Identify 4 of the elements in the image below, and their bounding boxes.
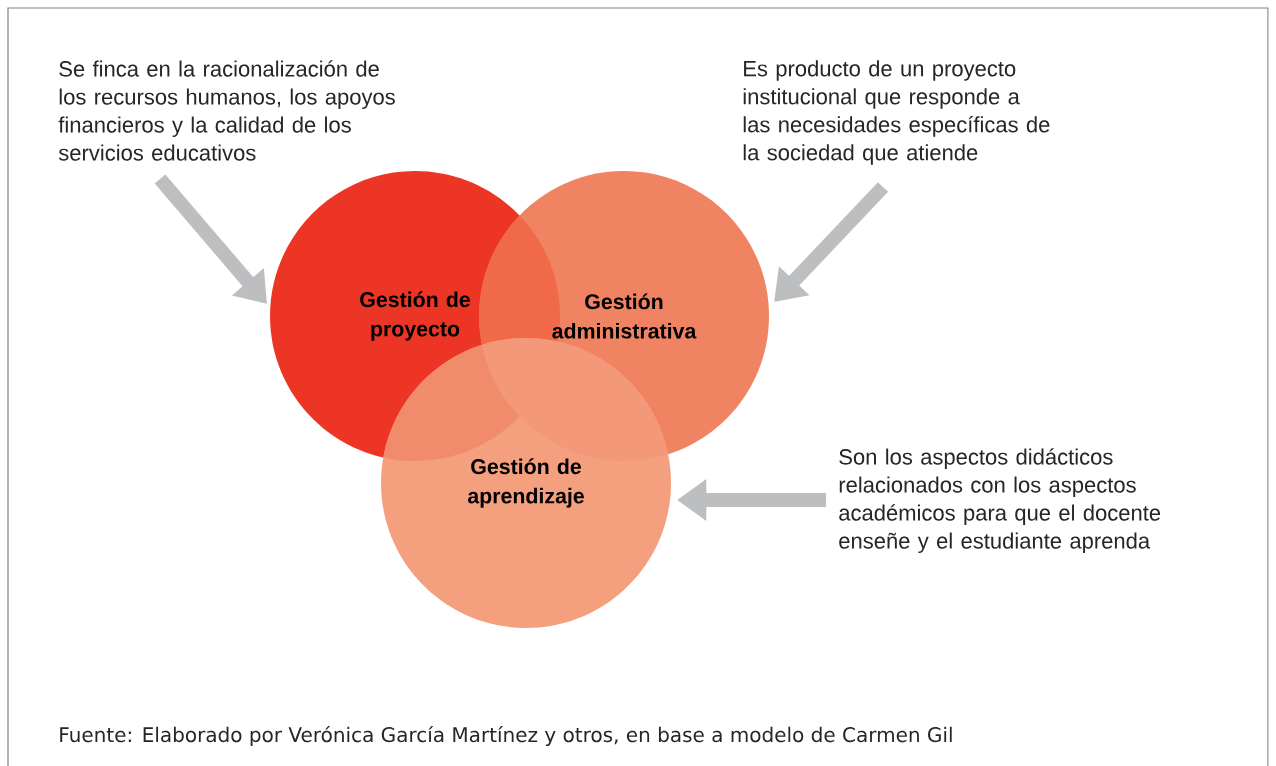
annotation-text: Se finca en la racionalización de los recursos humanos, los apoyos financieros y la calidad de los servicios educativos bbox=[58, 60, 395, 161]
annotation-text: Son los aspectos didácticos relacionados con los aspectos académicos para que el docente enseñe y el estudiante aprenda bbox=[839, 448, 1161, 553]
annotation-text: Es producto de un proyecto institucional que responde a las necesidades específicas de la sociedad que atiende bbox=[743, 60, 1050, 165]
source-caption: Fuente: Elaborado por Verónica García Martínez y otros, en base a modelo de Carmen Gil bbox=[60, 725, 952, 747]
